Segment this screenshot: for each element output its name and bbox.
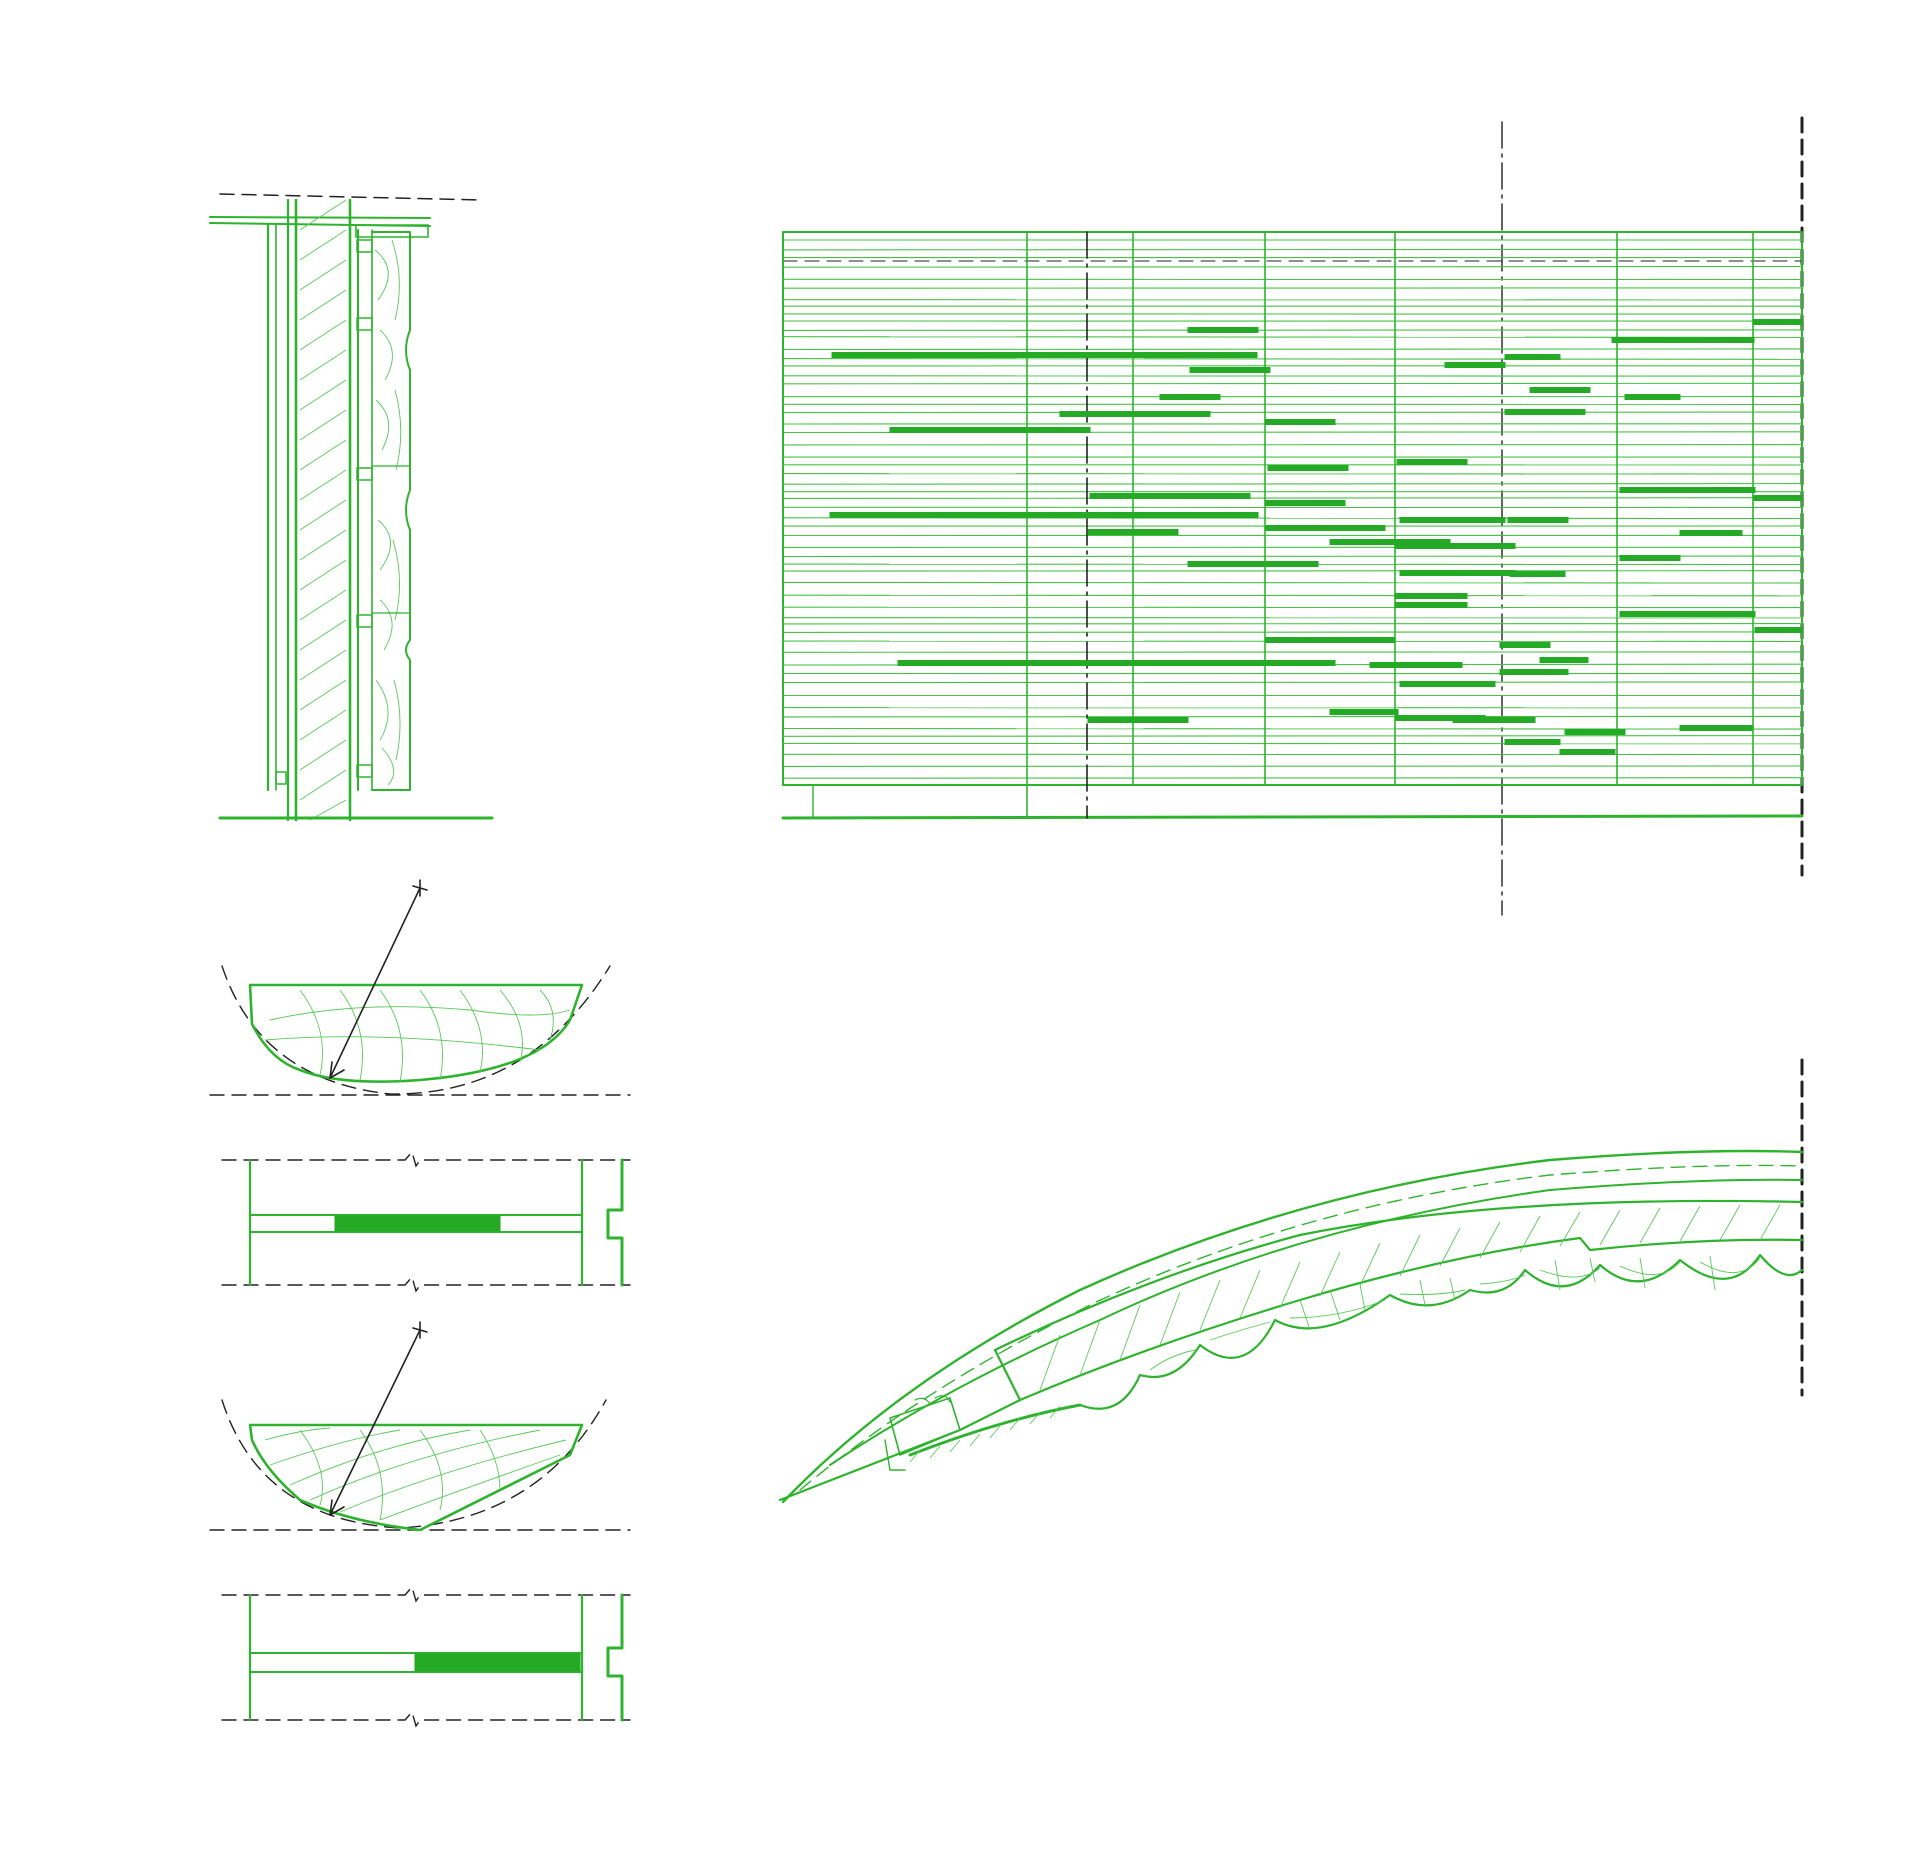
- board-strip: [1399, 570, 1516, 576]
- board-line: [782, 358, 1803, 360]
- board-line: [782, 735, 1803, 737]
- board-strip: [1619, 555, 1681, 561]
- board-strip: [1329, 539, 1451, 545]
- board-strip: [1507, 517, 1569, 523]
- board-line: [782, 329, 1803, 331]
- board-strip: [1679, 530, 1743, 536]
- board-strip: [1504, 354, 1561, 360]
- board-strip: [1504, 409, 1586, 415]
- board-strip: [1264, 637, 1396, 643]
- board-strip: [897, 660, 1329, 666]
- board-line: [782, 681, 1803, 684]
- board-strip: [1264, 500, 1346, 506]
- board-line: [782, 631, 1803, 633]
- board-strip: [1559, 749, 1616, 755]
- board-line: [782, 727, 1803, 730]
- wall-elevation-with-board-strips: [781, 116, 1804, 916]
- board-strip: [831, 352, 1258, 358]
- board-joint-detail-a: [221, 1150, 631, 1293]
- board-strip: [1504, 739, 1561, 745]
- board-strip: [1752, 495, 1803, 501]
- board-strip: [1619, 611, 1756, 617]
- board-strip: [829, 512, 1259, 518]
- board-strip: [1444, 362, 1506, 368]
- board-strip: [1619, 487, 1756, 493]
- board-strip: [1754, 627, 1803, 633]
- board-strip: [1752, 319, 1803, 325]
- board-line: [782, 248, 1803, 251]
- board-strip: [1679, 725, 1753, 731]
- board-strip: [1624, 394, 1681, 400]
- board-strip: [1509, 571, 1566, 577]
- board-strip: [1264, 660, 1336, 666]
- board-strip: [1187, 327, 1259, 333]
- board-line: [782, 483, 1803, 485]
- board-strip: [1087, 529, 1179, 535]
- board-line: [782, 497, 1803, 499]
- board-strip: [1394, 602, 1468, 608]
- board-strip: [1267, 465, 1349, 471]
- board-strip: [1189, 367, 1271, 373]
- board-strip: [1499, 642, 1551, 648]
- board-line: [782, 715, 1803, 718]
- board-strip: [1159, 394, 1221, 400]
- board-strip: [1089, 493, 1251, 499]
- board-line: [782, 348, 1803, 351]
- board-strip: [1396, 459, 1468, 465]
- board-strip: [1539, 657, 1589, 663]
- board-profile-section-b: [209, 1321, 631, 1532]
- board-strip: [889, 427, 1091, 433]
- board-strip: [1264, 419, 1336, 425]
- board-strip: [1611, 337, 1755, 343]
- board-strip: [1187, 561, 1319, 567]
- board-line: [782, 777, 1803, 779]
- board-strip: [1059, 411, 1211, 417]
- board-strip: [1399, 681, 1496, 687]
- board-strip: [1564, 729, 1626, 735]
- board-strip: [1399, 517, 1506, 523]
- board-strip: [1529, 387, 1591, 393]
- board-line: [782, 382, 1803, 385]
- vertical-wall-section: [209, 193, 494, 822]
- board-line: [782, 581, 1803, 584]
- curved-plan-section: [778, 1058, 1804, 1504]
- board-line: [782, 411, 1803, 414]
- board-line: [782, 265, 1803, 268]
- board-strip: [1369, 662, 1463, 668]
- board-joint-detail-b: [221, 1585, 631, 1728]
- board-strip: [1264, 525, 1386, 531]
- board-line: [782, 594, 1803, 597]
- board-strip: [1452, 717, 1536, 723]
- board-strip: [1394, 543, 1516, 549]
- board-strip: [1329, 709, 1399, 715]
- board-strip: [1087, 717, 1189, 723]
- board-strip: [1499, 669, 1569, 675]
- board-profile-section-a: [209, 879, 631, 1096]
- board-strip: [1394, 593, 1468, 599]
